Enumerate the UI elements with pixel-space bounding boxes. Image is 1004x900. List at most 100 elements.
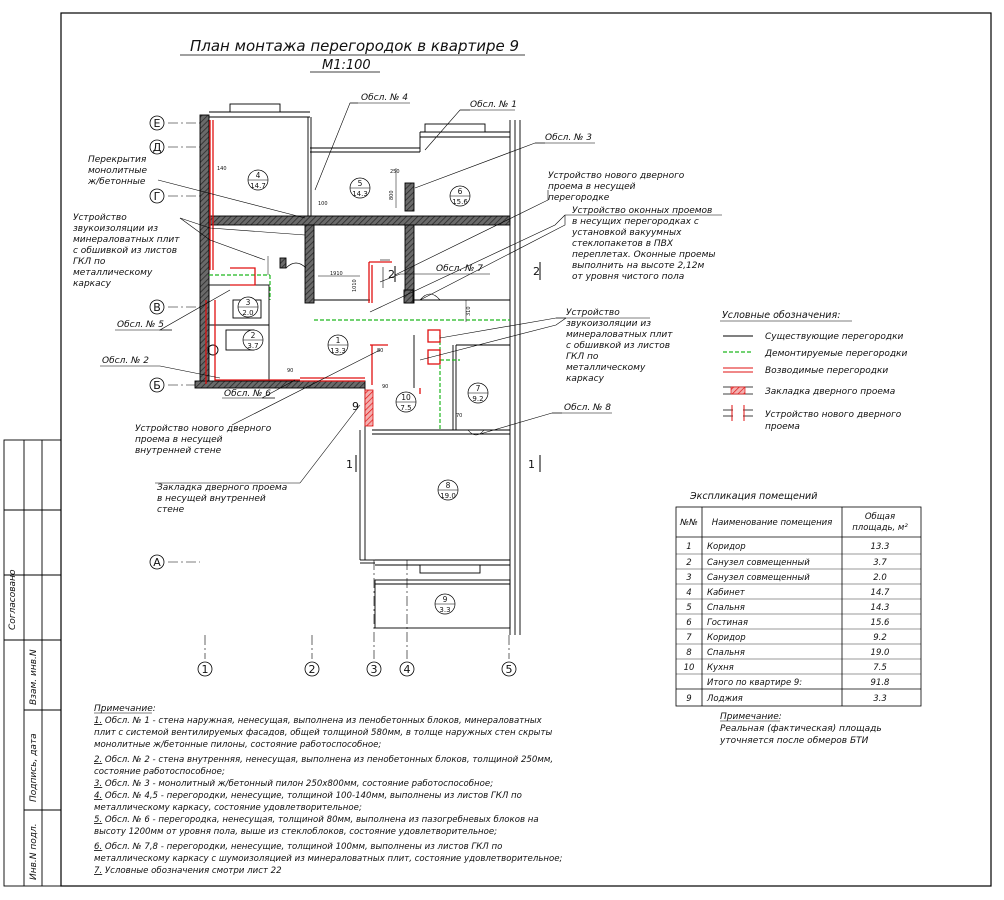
- svg-text:Существующие перегородки: Существующие перегородки: [765, 332, 904, 342]
- svg-text:5: 5: [358, 179, 363, 188]
- svg-text:состояние работоспособное;: состояние работоспособное;: [94, 767, 225, 777]
- svg-text:Лоджия: Лоджия: [706, 694, 743, 704]
- svg-text:Санузел совмещенный: Санузел совмещенный: [707, 573, 810, 583]
- dim-80: 80: [377, 348, 383, 354]
- svg-text:91.8: 91.8: [871, 678, 891, 688]
- title-scale: М1:100: [322, 58, 371, 73]
- svg-text:7.5: 7.5: [873, 663, 887, 673]
- svg-text:3: 3: [371, 663, 378, 676]
- svg-text:3: 3: [686, 573, 691, 583]
- svg-text:стене: стене: [157, 505, 185, 515]
- svg-text:13.3: 13.3: [330, 347, 346, 355]
- svg-text:в несущих перегородках с: в несущих перегородках с: [572, 217, 699, 227]
- svg-text:Закладка дверного проема: Закладка дверного проема: [157, 483, 287, 493]
- room-tag-3: 32.0: [237, 296, 259, 318]
- callout-obsl5: Обсл. № 5: [117, 320, 164, 330]
- note-line: высоту 1200мм от уровня пола, выше из ст…: [94, 827, 497, 837]
- svg-text:14.7: 14.7: [871, 588, 891, 598]
- col-name-header: Наименование помещения: [712, 518, 833, 528]
- axis-marker-g: Г: [149, 188, 165, 204]
- svg-text:19.0: 19.0: [871, 648, 890, 658]
- svg-text:Е: Е: [154, 117, 161, 130]
- svg-text:2.0: 2.0: [873, 573, 887, 583]
- svg-text:Устройство нового дверного: Устройство нового дверного: [765, 410, 902, 420]
- svg-text:ж/бетонные: ж/бетонные: [87, 177, 146, 187]
- notes-title: Примечание:: [94, 704, 156, 714]
- callout-obsl3: Обсл. № 3: [545, 133, 592, 143]
- demolished-partitions: [209, 274, 510, 430]
- dim-1910: 1910: [330, 271, 343, 277]
- room-tag-6: 615.6: [449, 185, 471, 207]
- callout-door-closing: Закладка дверного проема в несущей внутр…: [155, 482, 300, 515]
- dim-90a: 90: [287, 368, 293, 374]
- svg-text:3.7: 3.7: [247, 342, 258, 350]
- drawing-title: План монтажа перегородок в квартире 9 М1…: [180, 37, 525, 73]
- side-label-inv-vzam: Взам. инв.N: [29, 649, 39, 705]
- svg-text:2: 2: [686, 558, 691, 568]
- svg-text:1: 1: [202, 663, 209, 676]
- side-label-agreed: Согласовано: [8, 569, 18, 630]
- svg-text:Устройство оконных проемов: Устройство оконных проемов: [572, 206, 712, 216]
- legend: Условные обозначения: Существующие перег…: [720, 310, 907, 432]
- svg-text:4. Обсл. № 4,5 - перегородки,: 4. Обсл. № 4,5 - перегородки, ненесущие,…: [94, 791, 522, 801]
- plan-dimensions: 140 100 250 800 1910 1010 310 90 90 80 7…: [217, 166, 472, 419]
- svg-text:внутренней стене: внутренней стене: [135, 446, 222, 456]
- svg-text:7. Условные обозначения смотри: 7. Условные обозначения смотри лист 22: [94, 866, 282, 876]
- axis-marker-4: 4: [399, 661, 415, 677]
- col-num-header: №№: [679, 518, 698, 528]
- svg-text:Итого по квартире 9:: Итого по квартире 9:: [707, 678, 802, 688]
- svg-text:Коридор: Коридор: [707, 633, 746, 643]
- svg-text:Г: Г: [154, 190, 161, 203]
- note-line: 6. Обсл. № 7,8 - перегородки, ненесущие,…: [94, 842, 502, 852]
- room-tag-10: 107.5: [395, 391, 417, 413]
- note-line: 5. Обсл. № 6 - перегородка, ненесущая, т…: [94, 815, 539, 825]
- section-1-right: 1: [528, 458, 535, 471]
- dim-800: 800: [389, 190, 395, 200]
- svg-text:14.7: 14.7: [250, 182, 266, 190]
- title-line-1: План монтажа перегородок в квартире 9: [190, 37, 519, 55]
- svg-text:Закладка дверного проема: Закладка дверного проема: [765, 387, 895, 397]
- section-1-left: 1: [346, 458, 353, 471]
- svg-text:1: 1: [686, 542, 691, 552]
- dim-1010: 1010: [352, 279, 358, 292]
- svg-text:монолитные: монолитные: [88, 166, 148, 176]
- svg-text:19.0: 19.0: [440, 492, 456, 500]
- axis-marker-2: 2: [304, 661, 320, 677]
- svg-text:7: 7: [476, 384, 481, 393]
- svg-text:6: 6: [458, 187, 463, 196]
- svg-text:15.6: 15.6: [452, 198, 468, 206]
- svg-text:минераловатных плит: минераловатных плит: [73, 235, 180, 245]
- svg-text:3: 3: [246, 298, 251, 307]
- svg-text:2: 2: [309, 663, 316, 676]
- svg-text:звукоизоляции из: звукоизоляции из: [566, 319, 651, 329]
- explication-table: Экспликация помещений №№ Наименование по…: [675, 491, 922, 746]
- legend-title: Условные обозначения:: [722, 310, 840, 321]
- note-line: 7. Условные обозначения смотри лист 22: [94, 866, 282, 876]
- legend-item-erected: Возводимые перегородки: [723, 366, 888, 376]
- table-row: 3 Санузел совмещенный 2.0: [686, 573, 886, 583]
- axis-marker-a: А: [149, 554, 165, 570]
- svg-text:выполнить на высоте 2,12м: выполнить на высоте 2,12м: [572, 261, 704, 271]
- dim-90b: 90: [382, 384, 388, 390]
- svg-text:Коридор: Коридор: [707, 542, 746, 552]
- svg-text:4: 4: [686, 588, 691, 598]
- svg-text:15.6: 15.6: [871, 618, 891, 628]
- svg-text:1. Обсл. № 1 - стена наружная,: 1. Обсл. № 1 - стена наружная, ненесущая…: [94, 716, 543, 726]
- dim-100: 100: [318, 201, 328, 207]
- svg-text:5: 5: [686, 603, 691, 613]
- axis-marker-1: 1: [197, 661, 213, 677]
- svg-text:ГКЛ по: ГКЛ по: [73, 257, 106, 267]
- svg-text:3. Обсл. № 3 - монолитный ж/бе: 3. Обсл. № 3 - монолитный ж/бетонный пил…: [94, 779, 493, 789]
- svg-text:А: А: [153, 556, 161, 569]
- svg-text:проема в несущей: проема в несущей: [135, 435, 223, 445]
- svg-text:металлическому: металлическому: [73, 268, 153, 278]
- svg-text:В: В: [153, 301, 161, 314]
- svg-text:Демонтируемые перегородки: Демонтируемые перегородки: [764, 349, 907, 359]
- mark-nine: 9: [352, 400, 359, 413]
- svg-text:Д: Д: [153, 141, 162, 154]
